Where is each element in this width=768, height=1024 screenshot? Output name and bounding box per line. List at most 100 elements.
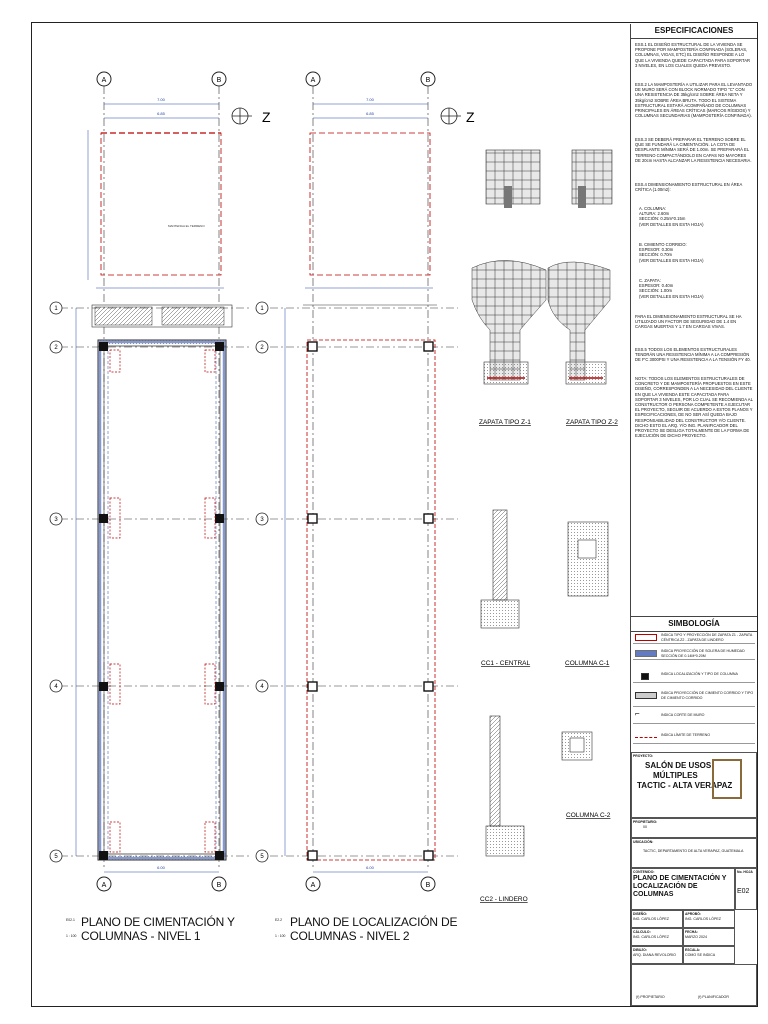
calc-label: CÁLCULO: [633,930,651,934]
row-label-2-plan2: 2 [260,345,264,351]
sym-solera-text: INDICA PROYECCIÓN DE SOLERA DE HUMEDAD S… [661,649,745,659]
grid-label-b-plan2: B [426,77,431,84]
spec-p2: ESS.2 LA MAMPOSTERÍA A UTILIZAR PARA EL … [635,82,753,119]
signature-planner: (f) PLANIFICADOR [698,995,729,999]
row-label-4-plan2: 4 [260,684,264,690]
row-label-2-plan1: 2 [54,345,58,351]
sym-corte-text: INDICA CORTE DE MURO [661,713,705,717]
signature-owner: (f) PROPIETARIO [636,995,665,999]
owner-cell: PROPIETARIO: 00 [631,818,757,838]
sym-row-columna: INDICA LOCALIZACIÓN Y TIPO DE COLUMNA [633,671,755,683]
sym-limite-text: INDICA LÍMITE DE TERRENO [661,733,711,737]
row-label-3-plan2: 3 [260,517,264,523]
spec-b: B. CIMIENTO CORRIDO: ESPESOR: 0.30m SECC… [639,242,704,263]
sym-row-corte: ⌐ INDICA CORTE DE MURO [633,709,755,724]
dim-top-inner-plan2: 6.85 [366,111,375,116]
row-label-5-plan1: 5 [54,854,58,860]
location-cell: UBICACIÓN: TACTIC, DEPARTAMENTO DE ALTA … [631,838,757,868]
project-name-line3: TACTIC - ALTA VERAPAZ [637,781,733,791]
design-value: ING. CARLOS LÓPEZ [633,917,669,922]
dim-top-inner-plan1: 6.85 [157,111,166,116]
design-label: DISEÑO: [633,912,648,916]
plan2-code: E2.2 [275,918,282,922]
title-block: ESPECIFICACIONES ESS.1 EL DISEÑO ESTRUCT… [630,24,757,1006]
content-cell: CONTENIDO: PLANO DE CIMENTACIÓN Y LOCALI… [631,868,735,910]
sym-row-zapata: INDICA TIPO Y PROYECCIÓN DE ZAPATA Z1 - … [633,632,755,644]
row-label-4-plan1: 4 [54,684,58,690]
project-cell: PROYECTO: SALÓN DE USOS MÚLTIPLES TACTIC… [631,752,757,818]
plan2-scale: 1 : 100 [275,934,286,938]
detail-title-c2: COLUMNA C-2 [566,812,611,819]
detail-titles: ZAPATA TIPO Z-1 ZAPATA TIPO Z-2 CC1 - CE… [479,419,618,903]
plan1-code: E02.1 [66,918,75,922]
sheet-cell: No. HOJA E02 [735,868,757,910]
detail-title-cc1: CC1 - CENTRAL [481,660,531,667]
scale-label: ESCALA: [685,948,701,952]
north-label-plan2: Z [466,109,475,125]
calc-value: ING. CARLOS LÓPEZ [633,935,669,940]
owner-label: PROPIETARIO: [633,820,658,824]
spec-a: A. COLUMNA: ALTURA: 2.60m SECCIÓN: 0.25m… [639,206,704,227]
grid-label-b-bottom-plan1: B [217,882,222,889]
owner-value: 00 [643,825,647,830]
location-value: TACTIC, DEPARTAMENTO DE ALTA VERAPAZ, GU… [643,849,744,854]
spec-p1: ESS.1 EL DISEÑO ESTRUCTURAL DE LA VIVIEN… [635,42,751,68]
sym-limite-swatch [635,737,657,738]
dim-top-total-plan2: 7.00 [366,97,375,102]
plan1-title-line2: COLUMNAS - NIVEL 1 [81,929,201,943]
detail-title-cc2: CC2 - LINDERO [480,896,528,903]
approved-value: ING. CARLOS LÓPEZ [685,917,721,922]
scale-value: COMO SE INDICA [685,953,716,958]
grid-label-a-bottom-plan2: A [311,882,316,889]
sheet-value: E02 [737,888,750,896]
row-label-3-plan1: 3 [54,517,58,523]
approved-cell: APROBÓ:ING. CARLOS LÓPEZ [683,910,735,928]
sym-corte-icon: ⌐ [635,709,640,718]
project-name-line1: SALÓN DE USOS [645,761,712,771]
grid-label-b-bottom-plan2: B [426,882,431,889]
sym-columna-text: INDICA LOCALIZACIÓN Y TIPO DE COLUMNA [661,672,738,676]
plan-1-cimentacion: A B Z 7.00 6.85 MANTENGA EL TERRENO [49,71,271,892]
plan2-title-line2: COLUMNAS - NIVEL 2 [290,929,410,943]
cimiento-details [480,509,609,857]
date-label: FECHA: [685,930,698,934]
content-label: CONTENIDO: [633,870,655,874]
row-label-1-plan2: 1 [260,306,264,312]
sym-cimiento-text: INDICA PROYECCIÓN DE CIMIENTO CORRIDO Y … [661,691,754,701]
detail-title-c1: COLUMNA C-1 [565,660,610,667]
plan1-scale: 1 : 100 [66,934,77,938]
signature-cell: (f) PROPIETARIO (f) PLANIFICADOR [631,964,757,1006]
plan1-title-line1: PLANO DE CIMENTACIÓN Y [81,915,235,929]
sym-cimiento-swatch [635,692,657,699]
calc-cell: CÁLCULO:ING. CARLOS LÓPEZ [631,928,683,946]
sym-solera-swatch [635,650,657,657]
draw-cell: DIBUJO:ARQ. DIANA REVOLORIO [631,946,683,964]
draw-value: ARQ. DIANA REVOLORIO [633,953,676,958]
spec-p3: ESS.3 SE DEBERÁ PREPARAR EL TERRENO SOBR… [635,137,752,163]
row-label-5-plan2: 5 [260,854,264,860]
grid-label-b-plan1: B [217,77,222,84]
project-name-line2: MÚLTIPLES [653,771,698,781]
sheet-label: No. HOJA [737,870,753,874]
north-label-plan1: Z [262,109,271,125]
sym-row-limite: INDICA LÍMITE DE TERRENO [633,732,755,744]
detail-title-zapata2: ZAPATA TIPO Z-2 [566,419,618,426]
sym-row-solera: INDICA PROYECCIÓN DE SOLERA DE HUMEDAD S… [633,648,755,660]
spec-p7: NOTA: TODOS LOS ELEMENTOS ESTRUCTURALES … [635,376,753,439]
symbology-title: SIMBOLOGÍA [631,616,757,632]
zapata-details [471,149,613,385]
spec-p4: ESS.4 DIMENSIONAMIENTO ESTRUCTURAL EN ÁR… [635,182,743,193]
approved-label: APROBÓ: [685,912,702,916]
plan2-title-line1: PLANO DE LOCALIZACIÓN DE [290,915,458,929]
design-cell: DISEÑO:ING. CARLOS LÓPEZ [631,910,683,928]
spec-p5: PARA EL DIMENSIONAMIENTO ESTRUCTURAL SE … [635,314,742,330]
grid-label-a-plan1: A [102,77,107,84]
detail-title-zapata1: ZAPATA TIPO Z-1 [479,419,531,426]
grid-label-a-bottom-plan1: A [102,882,107,889]
content-line1: PLANO DE CIMENTACIÓN Y [633,875,727,883]
drawing-area: A B Z 7.00 6.85 MANTENGA EL TERRENO [49,71,618,903]
sym-row-cimiento: INDICA PROYECCIÓN DE CIMIENTO CORRIDO Y … [633,690,755,707]
date-cell: FECHA:MARZO 2024 [683,928,735,946]
draw-label: DIBUJO: [633,948,647,952]
sym-columna-swatch [641,673,649,680]
